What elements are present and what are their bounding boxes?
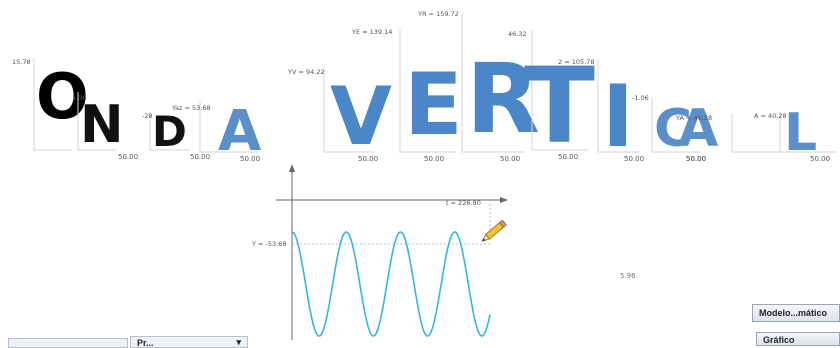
letter-plot-axes [77, 92, 116, 151]
wave-y-axis-arrow [289, 164, 295, 172]
wave-plot: t = 226.80 Y = -53.68 [251, 164, 508, 340]
letter-plot-3: D-28 50.00 [142, 107, 210, 161]
stray-value-readout: 5.96 [620, 272, 636, 280]
letter-glyph: E [404, 55, 463, 155]
pencil-icon[interactable] [480, 219, 507, 243]
letter-tick-label: 50.00 [686, 155, 706, 163]
letter-plot-axes [149, 112, 190, 151]
letter-plot-4: A Yaz = 53.68 50.00 [171, 99, 262, 164]
letter-plot-7: R YR = 159.72 50.00 [417, 10, 540, 163]
chevron-down-icon: ▾ [236, 337, 241, 347]
letter-glyph: L [784, 103, 817, 163]
wave-t-label: t = 226.80 [446, 199, 481, 207]
letter-plot-axes [731, 114, 790, 153]
letter-plot-1: O 15.78 [12, 58, 89, 151]
letter-annotation: Yaz = 53.68 [171, 104, 211, 112]
letter-plot-5: V YV = 94.22 50.00 [287, 66, 392, 163]
letter-tick-label: 50.00 [624, 155, 644, 163]
letter-annotation: 15.78 [12, 58, 31, 66]
letter-tick-label: 50.00 [358, 155, 378, 163]
letter-plot-2: N1.36 50.00 [72, 92, 138, 161]
letter-annotation: 1.36 [72, 94, 86, 102]
letter-glyph: C [654, 99, 692, 159]
letter-annotation: 46.32 [508, 30, 527, 38]
letter-plot-axes [33, 58, 72, 151]
wave-y-label: Y = -53.68 [251, 240, 287, 248]
letter-annotation: YA = 40.28 [675, 114, 712, 122]
letter-glyph: D [152, 107, 187, 156]
letter-plot-8: T 46.32 50.00 [508, 30, 595, 167]
letter-plot-axes [199, 102, 258, 153]
letter-tick-label: 50.00 [558, 153, 578, 161]
letter-plot-11: AYA = 40.28 50.00 [675, 99, 790, 163]
letter-plot-axes [461, 14, 524, 153]
letter-tick-label: 50.00 [190, 153, 210, 161]
modelo-matematico-button[interactable]: Modelo...mático [752, 304, 840, 322]
letter-plot-axes [779, 112, 836, 153]
letter-plot-axes [323, 66, 374, 153]
letter-plot-10: C -1.06 50.00 [632, 94, 706, 163]
bottom-dropdown[interactable]: Pr... ▾ [130, 336, 248, 348]
wave-x-axis-arrow [500, 197, 508, 203]
letter-plot-axes [651, 98, 700, 153]
letter-annotation: YE = 139.14 [351, 28, 392, 36]
letter-plot-9: I 2 = 105.78 50.00 [558, 58, 644, 167]
letter-tick-label: 50.00 [240, 155, 260, 163]
letter-plot-axes [531, 30, 588, 151]
letter-annotation: A = 40.28 [754, 112, 787, 120]
letter-annotation: YR = 159.72 [417, 10, 459, 18]
letter-annotation: YV = 94.22 [287, 68, 325, 76]
letter-tick-label: 50.00 [686, 155, 706, 163]
wave-curve [291, 231, 491, 337]
letter-annotation: -1.06 [632, 94, 649, 102]
letter-glyph: V [330, 70, 392, 163]
letter-tick-label: 50.00 [424, 155, 444, 163]
letter-glyph: T [524, 45, 595, 167]
letter-tick-label: 50.00 [810, 155, 830, 163]
letter-tick-label: 50.00 [500, 155, 520, 163]
letter-annotation: 2 = 105.78 [558, 58, 594, 66]
letter-glyph: R [466, 43, 540, 155]
letter-glyph: O [36, 60, 89, 133]
bottom-dropdown-label: Pr... [137, 338, 154, 348]
letter-glyph: A [218, 99, 262, 164]
letter-glyph: A [678, 99, 718, 159]
letter-plot-axes [399, 30, 456, 153]
letter-plot-12: LA = 40.28 50.00 [754, 103, 836, 163]
letter-annotation: -28 [142, 112, 153, 120]
letter-plot-6: E YE = 139.14 50.00 [351, 28, 463, 163]
letter-plot-axes [597, 60, 640, 153]
letter-tick-label: 50.00 [118, 153, 138, 161]
letter-glyph: I [602, 67, 634, 167]
letter-glyph: N [80, 95, 124, 155]
bottom-left-panel[interactable] [8, 338, 128, 348]
